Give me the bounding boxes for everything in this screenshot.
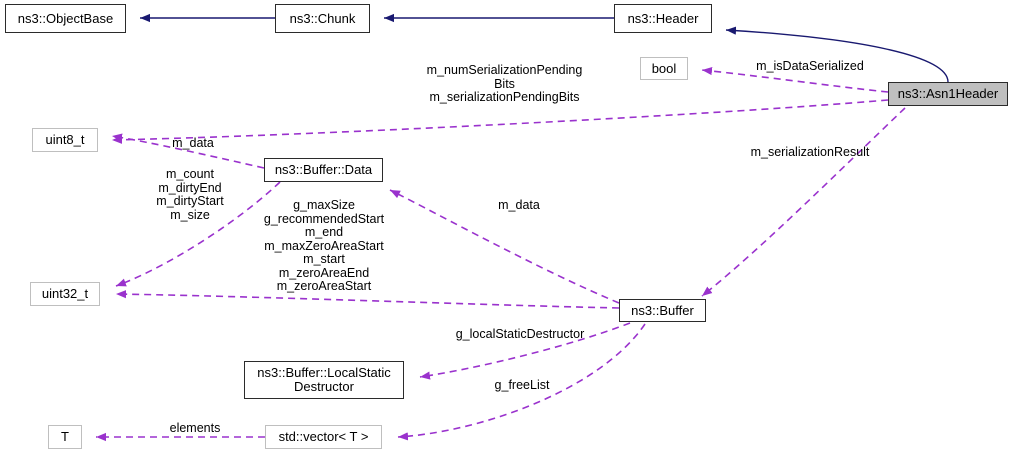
node-t[interactable]: T (48, 425, 82, 449)
edge-buffer-to-vector (397, 323, 646, 441)
edge-asn1header-to-header (725, 26, 949, 83)
edge-buffer-to-bufferdata (389, 189, 620, 304)
edge-buffer-to-localstaticdestructor (419, 322, 631, 380)
edge-label-elements: elements (169, 421, 221, 435)
edge-label-m-data-right: m_data (498, 198, 540, 212)
edge-asn1header-to-buffer (701, 107, 906, 297)
node-ns3-buffer-data[interactable]: ns3::Buffer::Data (264, 158, 383, 182)
edge-label-m-data-left: m_data (172, 136, 214, 150)
edge-label-local-static-destructor: g_localStaticDestructor (455, 327, 585, 341)
edge-label-bufferdata-fields: m_count m_dirtyEnd m_dirtyStart m_size (156, 167, 224, 222)
edge-buffer-to-uint32 (115, 290, 620, 309)
node-ns3-buffer-localstaticdestructor[interactable]: ns3::Buffer::LocalStatic Destructor (244, 361, 404, 399)
node-uint32-t[interactable]: uint32_t (30, 282, 100, 306)
edge-label-serialization-result: m_serializationResult (750, 145, 870, 159)
node-ns3-header[interactable]: ns3::Header (614, 4, 712, 33)
edge-label-is-data-serialized: m_isDataSerialized (756, 59, 864, 73)
node-ns3-chunk[interactable]: ns3::Chunk (275, 4, 370, 33)
edge-label-serialization-pending-bits: m_numSerializationPending Bits m_seriali… (426, 63, 583, 104)
edge-label-free-list: g_freeList (494, 378, 550, 392)
edge-bufferdata-to-uint32 (115, 181, 281, 287)
edge-label-buffer-fields: g_maxSize g_recommendedStart m_end m_max… (263, 198, 385, 293)
inheritance-edges (140, 13, 949, 83)
edge-asn1header-to-uint8 (111, 99, 889, 144)
edge-bufferdata-to-uint8 (111, 133, 265, 169)
usage-edges (96, 66, 906, 442)
node-ns3-buffer[interactable]: ns3::Buffer (619, 299, 706, 322)
node-bool[interactable]: bool (640, 57, 688, 80)
node-uint8-t[interactable]: uint8_t (32, 128, 98, 152)
node-ns3-objectbase[interactable]: ns3::ObjectBase (5, 4, 126, 33)
node-std-vector-t[interactable]: std::vector< T > (265, 425, 382, 449)
node-ns3-asn1header[interactable]: ns3::Asn1Header (888, 82, 1008, 106)
